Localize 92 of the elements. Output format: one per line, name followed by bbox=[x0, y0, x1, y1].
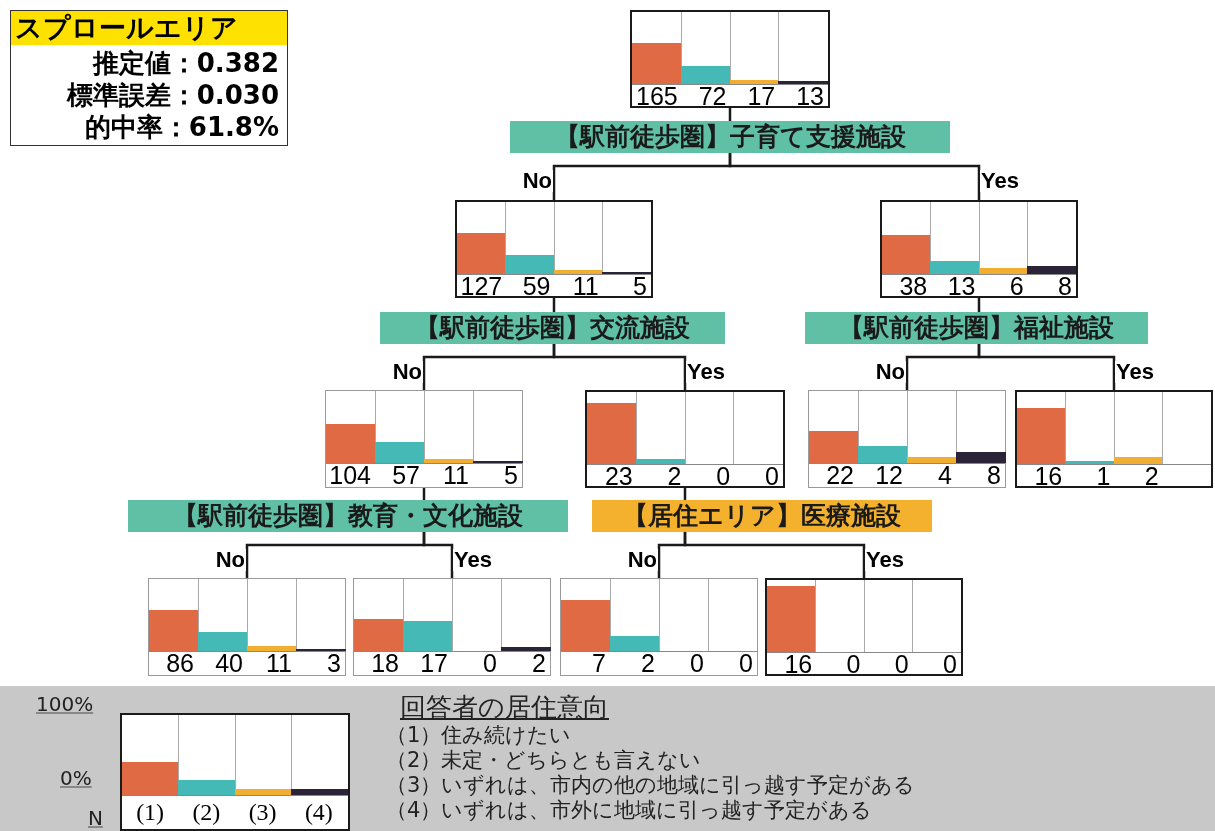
count-label: 0 bbox=[894, 651, 909, 677]
count-label: 3 bbox=[327, 650, 341, 676]
count-label: 8 bbox=[987, 462, 1001, 488]
count-label: 0 bbox=[846, 651, 861, 677]
bar-chart-box bbox=[353, 578, 551, 676]
edge-label: No bbox=[214, 549, 246, 571]
count-label: 16 bbox=[784, 651, 813, 677]
edge-label: Yes bbox=[865, 549, 905, 571]
bar-chart-box bbox=[585, 390, 785, 488]
summary-box bbox=[10, 10, 288, 146]
bar-chart-box bbox=[1015, 390, 1213, 488]
bar-chart-box bbox=[455, 200, 653, 298]
count-label: 5 bbox=[504, 462, 518, 488]
count-label: 2 bbox=[667, 463, 682, 489]
count-label: 127 bbox=[460, 273, 503, 299]
count-label: 0 bbox=[943, 651, 957, 677]
connector-line bbox=[422, 532, 454, 578]
count-label: 8 bbox=[1058, 273, 1072, 299]
edge-label: Yes bbox=[453, 549, 493, 571]
edge-label: No bbox=[521, 170, 553, 192]
count-label: 57 bbox=[392, 462, 420, 488]
connector-line bbox=[728, 153, 981, 200]
legend-item: （1）住み続けたい bbox=[386, 722, 572, 749]
count-label: 0 bbox=[739, 650, 753, 676]
axis-label: 100% bbox=[36, 692, 94, 716]
count-label: 0 bbox=[690, 650, 704, 676]
count-label: 13 bbox=[947, 273, 976, 299]
axis-label: 0% bbox=[60, 766, 92, 790]
axis-label: N bbox=[88, 806, 103, 830]
edge-label: No bbox=[874, 361, 906, 383]
count-label: 0 bbox=[716, 463, 731, 489]
legend-chart-box bbox=[120, 713, 350, 831]
edge-label: Yes bbox=[980, 170, 1020, 192]
count-label: 17 bbox=[747, 83, 776, 109]
count-label: 38 bbox=[899, 273, 928, 299]
bar-chart-box bbox=[148, 578, 346, 676]
stat-text: 推定値：0.382 bbox=[92, 47, 279, 79]
legend-item: （4）いずれは、市外に地域に引っ越す予定がある bbox=[386, 797, 873, 824]
category-label: (2) bbox=[191, 799, 222, 825]
stat-text: 標準誤差：0.030 bbox=[66, 79, 279, 111]
count-label: 2 bbox=[1144, 463, 1159, 489]
category-label: (3) bbox=[247, 799, 278, 825]
connector-line bbox=[552, 344, 687, 390]
count-label: 4 bbox=[938, 462, 952, 488]
edge-label: Yes bbox=[686, 361, 726, 383]
bar-chart-box bbox=[880, 200, 1078, 298]
edge-label: No bbox=[391, 361, 423, 383]
count-label: 7 bbox=[592, 650, 606, 676]
legend-heading: 回答者の居住意向 bbox=[400, 691, 609, 724]
legend-item: （3）いずれは、市内の他の地域に引っ越す予定がある bbox=[386, 772, 916, 799]
stat-text: 的中率：61.8% bbox=[84, 111, 279, 143]
count-label: 16 bbox=[1034, 463, 1063, 489]
count-label: 11 bbox=[443, 462, 469, 488]
condition-label: 【駅前徒歩圏】子育て支援施設 bbox=[510, 121, 950, 153]
count-label: 0 bbox=[765, 463, 779, 489]
bar-chart-box bbox=[630, 10, 830, 108]
count-label: 18 bbox=[371, 650, 399, 676]
summary-heading: スプロールエリア bbox=[11, 11, 287, 45]
connector-line bbox=[683, 532, 866, 578]
category-label: (1) bbox=[135, 799, 166, 825]
connector-line bbox=[977, 344, 1116, 390]
bar-chart-box bbox=[325, 390, 523, 488]
edge-label: No bbox=[626, 549, 658, 571]
count-label: 11 bbox=[266, 650, 292, 676]
count-label: 0 bbox=[483, 650, 497, 676]
legend-item: （2）未定・どちらとも言えない bbox=[386, 747, 702, 774]
count-label: 104 bbox=[329, 462, 371, 488]
count-label: 22 bbox=[826, 462, 854, 488]
count-label: 40 bbox=[215, 650, 243, 676]
count-label: 23 bbox=[604, 463, 633, 489]
bar-chart-box bbox=[765, 578, 963, 676]
count-label: 13 bbox=[796, 83, 824, 109]
count-label: 86 bbox=[166, 650, 194, 676]
condition-label: 【居住エリア】医療施設 bbox=[592, 500, 932, 532]
category-label: (4) bbox=[303, 799, 334, 825]
count-label: 2 bbox=[641, 650, 655, 676]
count-label: 5 bbox=[633, 273, 647, 299]
count-label: 72 bbox=[698, 83, 727, 109]
count-label: 6 bbox=[1009, 273, 1024, 299]
condition-label: 【駅前徒歩圏】交流施設 bbox=[380, 312, 725, 344]
count-label: 2 bbox=[532, 650, 546, 676]
bar-chart-box bbox=[560, 578, 758, 676]
count-label: 59 bbox=[522, 273, 551, 299]
bar-chart-box bbox=[808, 390, 1006, 488]
count-label: 165 bbox=[636, 83, 678, 109]
count-label: 11 bbox=[572, 273, 599, 299]
count-label: 17 bbox=[420, 650, 448, 676]
condition-label: 【駅前徒歩圏】教育・文化施設 bbox=[128, 500, 568, 532]
count-label: 12 bbox=[875, 462, 903, 488]
condition-label: 【駅前徒歩圏】福祉施設 bbox=[805, 312, 1148, 344]
edge-label: Yes bbox=[1115, 361, 1155, 383]
count-label: 1 bbox=[1096, 463, 1111, 489]
